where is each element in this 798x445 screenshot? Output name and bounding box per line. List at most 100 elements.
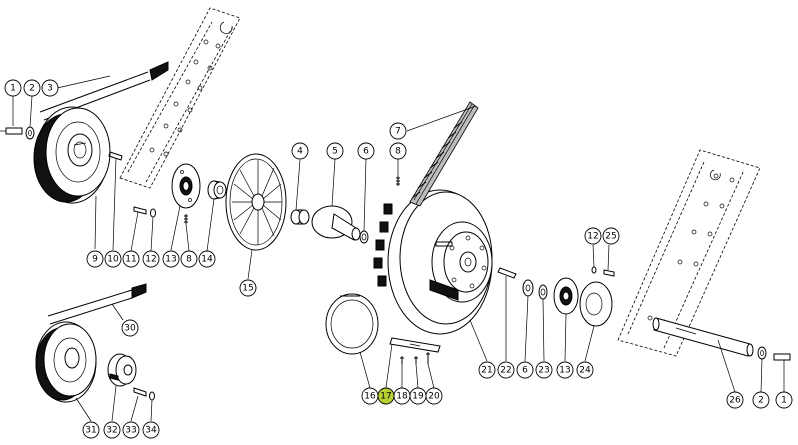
- callout-number: 2: [29, 84, 35, 94]
- variator-pulley-21: [373, 189, 493, 335]
- callout-8: 8: [389, 142, 407, 160]
- callout-circle: [775, 391, 793, 409]
- callout-1: 1: [4, 79, 22, 97]
- callout-6: 6: [357, 142, 375, 160]
- callout-number: 25: [605, 232, 616, 242]
- callout-circle: [103, 421, 121, 439]
- callout-number: 8: [186, 255, 192, 265]
- callout-number: 12: [587, 232, 598, 242]
- bearing-6-center: [359, 230, 369, 244]
- bearing-flange-13-left: [171, 163, 201, 209]
- belt-7: [409, 101, 479, 207]
- spacer-4: [290, 209, 310, 225]
- callout-19: 19: [409, 387, 427, 405]
- callout-circle: [122, 250, 140, 268]
- callout-2: 2: [752, 391, 770, 409]
- shaft-26: [652, 317, 754, 357]
- callout-circle: [23, 79, 41, 97]
- hub-32: [107, 353, 137, 387]
- callout-26: 26: [726, 391, 744, 409]
- bolts-18-19: [400, 352, 430, 364]
- callout-circle: [162, 250, 180, 268]
- callout-number: 13: [559, 366, 570, 376]
- callout-24: 24: [576, 361, 594, 379]
- callout-6: 6: [516, 361, 534, 379]
- callout-circle: [86, 250, 104, 268]
- ring-16: [325, 293, 379, 355]
- callout-13: 13: [556, 361, 574, 379]
- callout-14: 14: [198, 250, 216, 268]
- hub-disc-5: [311, 205, 361, 241]
- callout-number: 17: [380, 392, 391, 402]
- callout-21: 21: [478, 361, 496, 379]
- callout-number: 9: [92, 255, 98, 265]
- callout-5: 5: [326, 142, 344, 160]
- callout-number: 30: [124, 324, 136, 334]
- callout-circle: [291, 142, 309, 160]
- callout-1: 1: [775, 391, 793, 409]
- pin-10: [108, 151, 123, 161]
- shaft-pin-22: [497, 267, 517, 279]
- callout-circle: [239, 279, 257, 297]
- callout-13: 13: [162, 250, 180, 268]
- callout-circle: [121, 319, 139, 337]
- callout-circle: [389, 142, 407, 160]
- callout-30: 30: [121, 319, 139, 337]
- callout-10: 10: [104, 250, 122, 268]
- bearing-6-right: [522, 279, 534, 297]
- bolt-25-and-washer-12-right: [591, 266, 615, 277]
- callout-circle: [425, 387, 443, 405]
- callout-3: 3: [41, 79, 59, 97]
- callout-20: 20: [425, 387, 443, 405]
- callout-7: 7: [389, 122, 407, 140]
- callout-number: 2: [758, 396, 764, 406]
- callout-circle: [389, 122, 407, 140]
- callout-number: 14: [201, 255, 213, 265]
- callout-circle: [142, 421, 160, 439]
- callout-8: 8: [180, 250, 198, 268]
- gasket-24: [579, 281, 613, 327]
- bushing-14: [207, 180, 227, 200]
- bolt-11: [133, 206, 147, 215]
- callout-2: 2: [23, 79, 41, 97]
- callout-number: 16: [364, 392, 376, 402]
- callout-circle: [198, 250, 216, 268]
- callout-circle: [497, 361, 515, 379]
- callout-circle: [556, 361, 574, 379]
- callout-17: 17: [377, 387, 395, 405]
- callout-number: 23: [538, 366, 549, 376]
- pulley-lower-left: [35, 283, 147, 403]
- callout-number: 1: [781, 396, 787, 406]
- callout-number: 11: [125, 255, 136, 265]
- callout-12: 12: [584, 227, 602, 245]
- callout-circle: [4, 79, 22, 97]
- callout-number: 33: [125, 426, 136, 436]
- callout-25: 25: [602, 227, 620, 245]
- callout-number: 1: [10, 84, 16, 94]
- callout-number: 15: [242, 284, 253, 294]
- callout-number: 4: [297, 147, 303, 157]
- callout-22: 22: [497, 361, 515, 379]
- callout-number: 18: [396, 392, 408, 402]
- grease-nipple-8-left: [184, 214, 188, 224]
- leader-lines: [12, 75, 785, 422]
- callout-number: 31: [85, 426, 96, 436]
- callout-circle: [516, 361, 534, 379]
- washer-2-left: [25, 126, 35, 140]
- callout-number: 22: [500, 366, 511, 376]
- callout-16: 16: [361, 387, 379, 405]
- callout-32: 32: [103, 421, 121, 439]
- callout-circle: [584, 227, 602, 245]
- callout-9: 9: [86, 250, 104, 268]
- washer-12-left: [150, 208, 156, 218]
- callout-circle: [180, 250, 198, 268]
- callout-number: 6: [363, 147, 369, 157]
- callout-number: 5: [332, 147, 338, 157]
- callout-circle: [82, 421, 100, 439]
- washer-23: [538, 284, 548, 300]
- bearing-flange-13-right: [553, 277, 579, 315]
- callout-number: 26: [729, 396, 741, 406]
- callout-number: 7: [395, 127, 401, 137]
